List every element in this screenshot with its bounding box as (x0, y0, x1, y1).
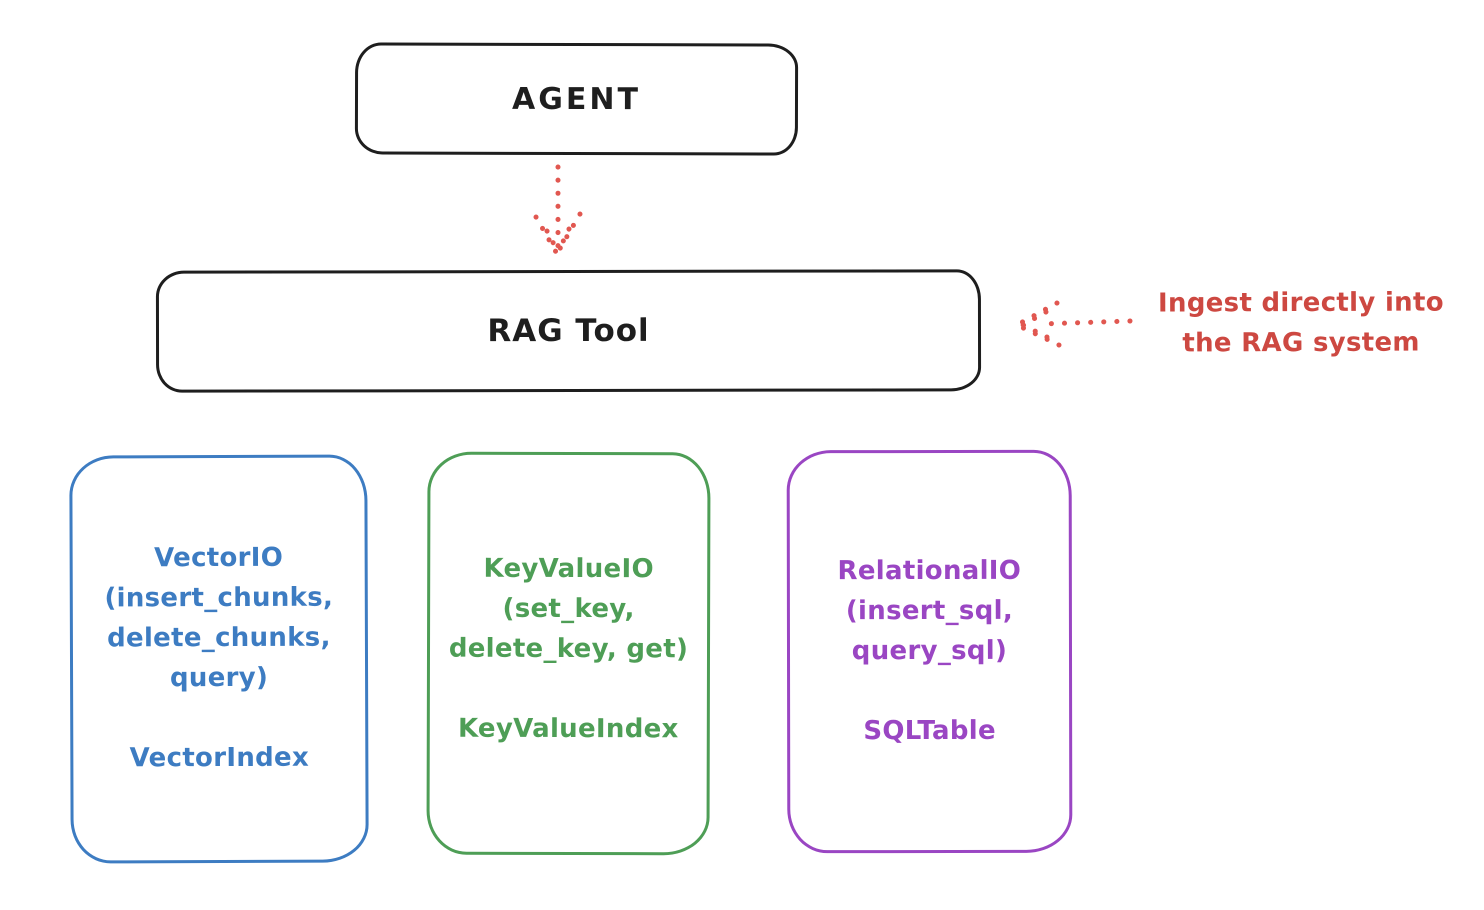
rag-tool-box: RAG Tool (155, 269, 982, 393)
ingest-annotation-line1: Ingest directly into (1157, 287, 1444, 319)
relationalio-method-line: query_sql) (851, 635, 1008, 667)
keyvalueio-name: KeyValueIO (483, 553, 654, 585)
relationalio-name: RelationalIO (837, 555, 1022, 587)
left-arrow-icon (1014, 300, 1133, 348)
keyvalueio-index-label: KeyValueIndex (457, 713, 679, 745)
vectorio-name: VectorIO (154, 542, 284, 574)
agent-label: AGENT (512, 81, 641, 117)
relationalio-method-line: (insert_sql, (845, 595, 1014, 627)
spacer (790, 671, 1069, 711)
relationalio-index-label: SQLTable (863, 715, 996, 747)
spacer (430, 669, 707, 710)
vectorio-box: VectorIO (insert_chunks, delete_chunks, … (69, 454, 369, 864)
rag-tool-label: RAG Tool (487, 312, 650, 350)
relationalio-box: RelationalIO (insert_sql, query_sql) SQL… (786, 449, 1073, 854)
down-arrow-icon (533, 164, 583, 255)
ingest-annotation: Ingest directly into the RAG system (1140, 282, 1462, 363)
keyvalueio-method-line: (set_key, (502, 593, 635, 625)
vectorio-method-line: (insert_chunks, (104, 582, 334, 614)
keyvalueio-method-line: delete_key, get) (448, 633, 689, 665)
vectorio-method-line: delete_chunks, (107, 622, 331, 654)
spacer (73, 697, 365, 738)
vectorio-index-label: VectorIndex (129, 742, 310, 774)
vectorio-method-line: query) (169, 662, 269, 694)
agent-box: AGENT (354, 42, 799, 156)
keyvalueio-box: KeyValueIO (set_key, delete_key, get) Ke… (426, 451, 711, 856)
ingest-annotation-line2: the RAG system (1182, 327, 1420, 359)
